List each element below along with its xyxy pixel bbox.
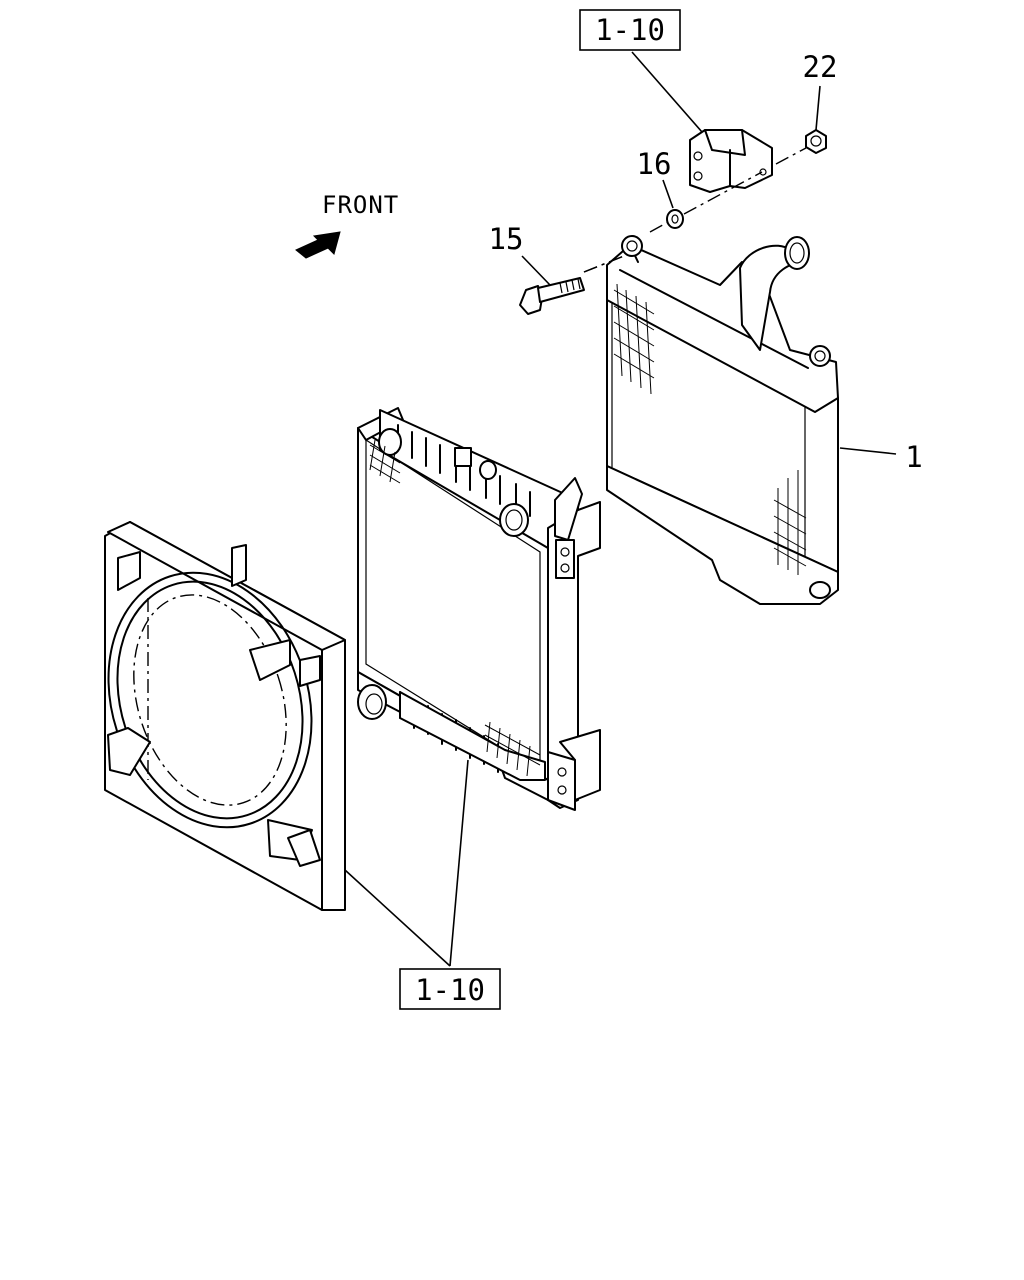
- front-arrow-icon: [295, 231, 341, 259]
- radiator: [357, 407, 601, 811]
- bracket: [689, 129, 773, 193]
- callout-15: 15: [489, 222, 524, 256]
- leader-1: [839, 447, 897, 455]
- leader-22: [815, 85, 821, 131]
- intercooler: [606, 235, 839, 605]
- washer-16: [666, 209, 684, 229]
- leader-ref-bottom-radiator: [449, 759, 469, 967]
- leader-16: [662, 179, 674, 209]
- callout-ref-bottom: 1-10: [399, 968, 501, 1010]
- callout-1: 1: [905, 440, 922, 474]
- front-label: FRONT: [322, 191, 399, 219]
- leader-ref-top: [631, 51, 703, 133]
- leader-ref-bottom-shroud: [344, 869, 451, 967]
- callout-22: 22: [803, 50, 838, 84]
- ref-top-label: 1-10: [595, 13, 665, 47]
- bolt-15: [519, 277, 585, 315]
- leader-15: [521, 255, 551, 286]
- nut-22: [805, 129, 827, 154]
- callout-16: 16: [637, 147, 672, 181]
- fan-shroud: [104, 521, 346, 911]
- callout-ref-top: 1-10: [579, 9, 681, 51]
- ref-bottom-label: 1-10: [415, 973, 485, 1007]
